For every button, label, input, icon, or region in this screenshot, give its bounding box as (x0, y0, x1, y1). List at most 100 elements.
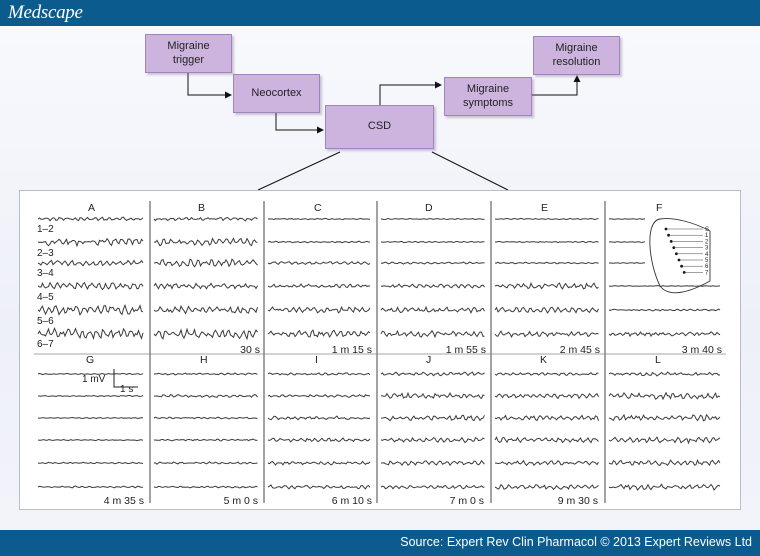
csd-box: CSD (325, 105, 434, 149)
electrode-dot (669, 240, 673, 243)
scale-amplitude-label: 1 mV (82, 374, 106, 385)
eeg-trace (494, 414, 599, 422)
electrode-number: 7 (705, 270, 709, 276)
electrode-dot (672, 246, 676, 249)
eeg-trace (267, 240, 371, 244)
eeg-trace (380, 391, 485, 400)
eeg-trace (608, 371, 721, 377)
eeg-trace (38, 394, 144, 398)
eeg-trace (380, 261, 485, 265)
eeg-trace (608, 218, 646, 220)
panel-label-a: A (88, 202, 96, 214)
eeg-trace (267, 484, 371, 490)
eeg-trace (37, 372, 144, 376)
eeg-trace (494, 261, 599, 265)
scale-duration-label: 1 s (120, 384, 134, 395)
eeg-trace (381, 459, 485, 467)
channel-label: 3–4 (37, 268, 54, 279)
time-label-d: 1 m 55 s (445, 344, 486, 356)
eeg-trace (267, 460, 371, 466)
eeg-trace (267, 415, 371, 421)
electrode-number: 5 (705, 258, 709, 264)
eeg-trace (153, 394, 258, 399)
scale-bar (113, 369, 138, 388)
panel-label-i: I (315, 354, 318, 366)
eeg-trace (37, 216, 144, 222)
electrode-number: 1 (705, 233, 709, 239)
eeg-trace (494, 436, 599, 444)
eeg-trace (608, 391, 721, 401)
eeg-trace (380, 436, 485, 444)
arrow-trigger-to-neocortex (187, 73, 232, 99)
eeg-trace (380, 283, 485, 289)
eeg-trace (267, 283, 371, 289)
time-label-b: 30 s (240, 344, 260, 356)
eeg-trace (494, 306, 599, 314)
eeg-trace (608, 436, 721, 445)
eeg-trace (37, 438, 144, 442)
brain-outline (649, 218, 711, 294)
arrow-neocortex-to-csd (275, 113, 324, 134)
eeg-trace (37, 461, 144, 465)
eeg-trace (608, 241, 646, 243)
zoom-line-left (257, 151, 341, 191)
eeg-trace (494, 330, 599, 338)
source-citation: Source: Expert Rev Clin Pharmacol © 2013… (400, 535, 752, 549)
electrode-number: 2 (705, 239, 709, 245)
migraine-trigger-box: Migraine trigger (145, 34, 232, 73)
eeg-trace (37, 237, 144, 248)
eeg-trace (37, 281, 144, 291)
eeg-trace (267, 329, 371, 339)
panel-label-c: C (314, 202, 322, 214)
eeg-trace (494, 281, 599, 290)
time-label-e: 2 m 45 s (559, 344, 600, 356)
zoom-line-right (431, 151, 509, 191)
eeg-trace (494, 217, 599, 221)
panel-label-f: F (656, 202, 663, 214)
panel-label-e: E (541, 202, 549, 214)
panel-label-g: G (86, 354, 95, 366)
panel-label-k: K (540, 354, 548, 366)
eeg-trace (494, 372, 599, 376)
eeg-trace (494, 483, 599, 491)
eeg-trace (37, 485, 144, 489)
eeg-trace (608, 483, 721, 491)
panel-label-d: D (425, 202, 433, 214)
time-label-k: 9 m 30 s (557, 495, 598, 507)
electrode-number: 4 (705, 252, 709, 258)
eeg-trace (267, 372, 371, 376)
eeg-trace (267, 217, 371, 221)
eeg-trace (267, 437, 371, 443)
electrode-number: 6 (705, 264, 709, 270)
time-label-g: 4 m 35 s (103, 495, 144, 507)
electrode-number: S (705, 227, 709, 233)
eeg-trace (37, 326, 144, 341)
eeg-trace (153, 304, 258, 315)
eeg-trace (494, 459, 599, 467)
header-bar: Medscape (0, 0, 760, 26)
eeg-trace (153, 258, 258, 268)
channel-label: 6–7 (37, 339, 54, 350)
eeg-trace (153, 372, 258, 376)
channel-label: 5–6 (37, 316, 54, 327)
panel-label-j: J (426, 354, 432, 366)
arrow-csd-to-symptoms (379, 81, 442, 105)
channel-label: 2–3 (37, 248, 54, 259)
panel-label-l: L (655, 354, 661, 366)
eeg-trace (153, 282, 258, 290)
eeg-trace (380, 484, 485, 490)
eeg-trace (267, 305, 371, 314)
eeg-trace (153, 237, 258, 247)
time-label-c: 1 m 15 s (331, 344, 372, 356)
eeg-trace (153, 485, 258, 489)
eeg-trace (380, 329, 485, 339)
migraine-symptoms-box: Migraine symptoms (444, 77, 532, 116)
eeg-trace (267, 394, 371, 398)
eeg-trace (153, 327, 258, 341)
time-label-i: 6 m 10 s (331, 495, 372, 507)
eeg-trace (380, 305, 485, 315)
eeg-trace (153, 416, 258, 420)
